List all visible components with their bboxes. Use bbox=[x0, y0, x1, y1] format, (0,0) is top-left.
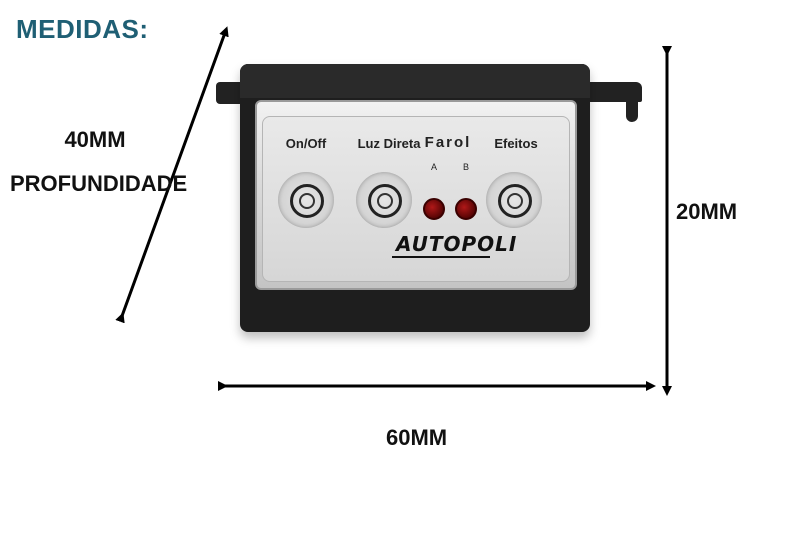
led-b-label: B bbox=[462, 162, 469, 172]
depth-label: PROFUNDIDADE bbox=[10, 171, 188, 196]
led-b-indicator bbox=[455, 198, 477, 220]
luz-direta-button[interactable] bbox=[356, 172, 412, 228]
width-label: 60MM bbox=[386, 425, 448, 450]
on-off-label: On/Off bbox=[285, 136, 327, 151]
efeitos-label: Efeitos bbox=[494, 136, 538, 151]
led-a-label: A bbox=[430, 162, 437, 172]
depth-value: 40MM bbox=[64, 127, 126, 152]
push-button-icon bbox=[498, 184, 532, 218]
push-button-icon bbox=[290, 184, 324, 218]
height-label: 20MM bbox=[676, 199, 738, 224]
push-button-icon bbox=[368, 184, 402, 218]
luz-direta-label: Luz Direta bbox=[357, 136, 421, 151]
control-module-top bbox=[240, 64, 590, 98]
depth-arrow-line bbox=[115, 26, 229, 324]
efeitos-button[interactable] bbox=[486, 172, 542, 228]
led-a-indicator bbox=[423, 198, 445, 220]
farol-label: Farol bbox=[424, 134, 472, 151]
on-off-button[interactable] bbox=[278, 172, 334, 228]
brand-logo: AUTOPOLI bbox=[396, 232, 518, 256]
device-clip-hook bbox=[626, 96, 638, 122]
device-clip-left bbox=[216, 82, 246, 104]
brand-underline bbox=[392, 256, 490, 258]
